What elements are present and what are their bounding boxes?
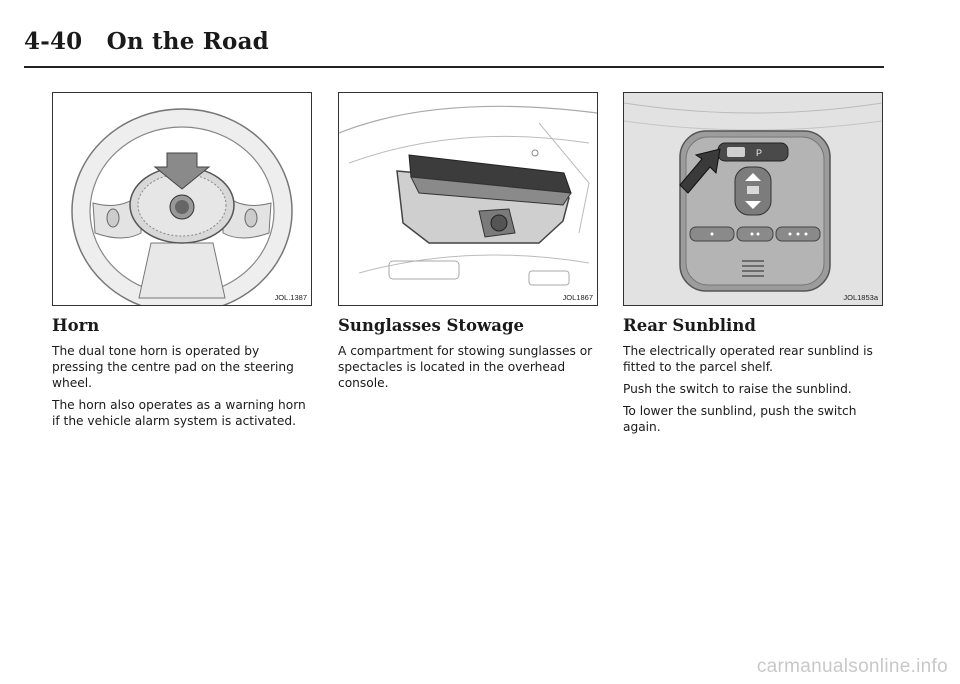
sunglasses-figure: JOL1867 bbox=[338, 92, 598, 306]
page-number: 4-40 bbox=[24, 28, 83, 55]
page-title: On the Road bbox=[106, 28, 269, 55]
steering-wheel-illustration bbox=[71, 108, 293, 305]
page-header: 4-40 On the Road bbox=[24, 28, 269, 55]
section-heading: Horn bbox=[52, 316, 100, 335]
overhead-console-illustration bbox=[339, 105, 597, 286]
figure-code: JOL1853a bbox=[843, 293, 878, 302]
section-horn: JOL.1387 Horn The dual tone horn is oper… bbox=[52, 92, 312, 435]
section-rear-sunblind: P JOL1853a Rear Sunblind The electricall… bbox=[623, 92, 883, 441]
paragraph: Push the switch to raise the sunblind. bbox=[623, 382, 852, 396]
header-rule bbox=[24, 66, 884, 68]
paragraph: A compartment for stowing sunglasses or … bbox=[338, 344, 593, 390]
paragraph: The dual tone horn is operated by pressi… bbox=[52, 344, 294, 390]
section-sunglasses-stowage: JOL1867 Sunglasses Stowage A compartment… bbox=[338, 92, 598, 397]
figure-code: JOL1867 bbox=[562, 293, 593, 302]
paragraph: The electrically operated rear sunblind … bbox=[623, 344, 873, 374]
svg-text:P: P bbox=[756, 148, 762, 158]
footer-watermark: carmanualsonline.info bbox=[756, 656, 948, 677]
horn-figure: JOL.1387 bbox=[52, 92, 312, 306]
paragraph: To lower the sunblind, push the switch a… bbox=[623, 404, 857, 434]
figure-code: JOL.1387 bbox=[274, 293, 307, 302]
section-heading: Sunglasses Stowage bbox=[338, 316, 524, 335]
sunblind-figure: P JOL1853a bbox=[623, 92, 883, 306]
paragraph: The horn also operates as a warning horn… bbox=[52, 398, 306, 428]
section-heading: Rear Sunblind bbox=[623, 316, 756, 335]
sunblind-switch-illustration: P bbox=[624, 93, 882, 305]
